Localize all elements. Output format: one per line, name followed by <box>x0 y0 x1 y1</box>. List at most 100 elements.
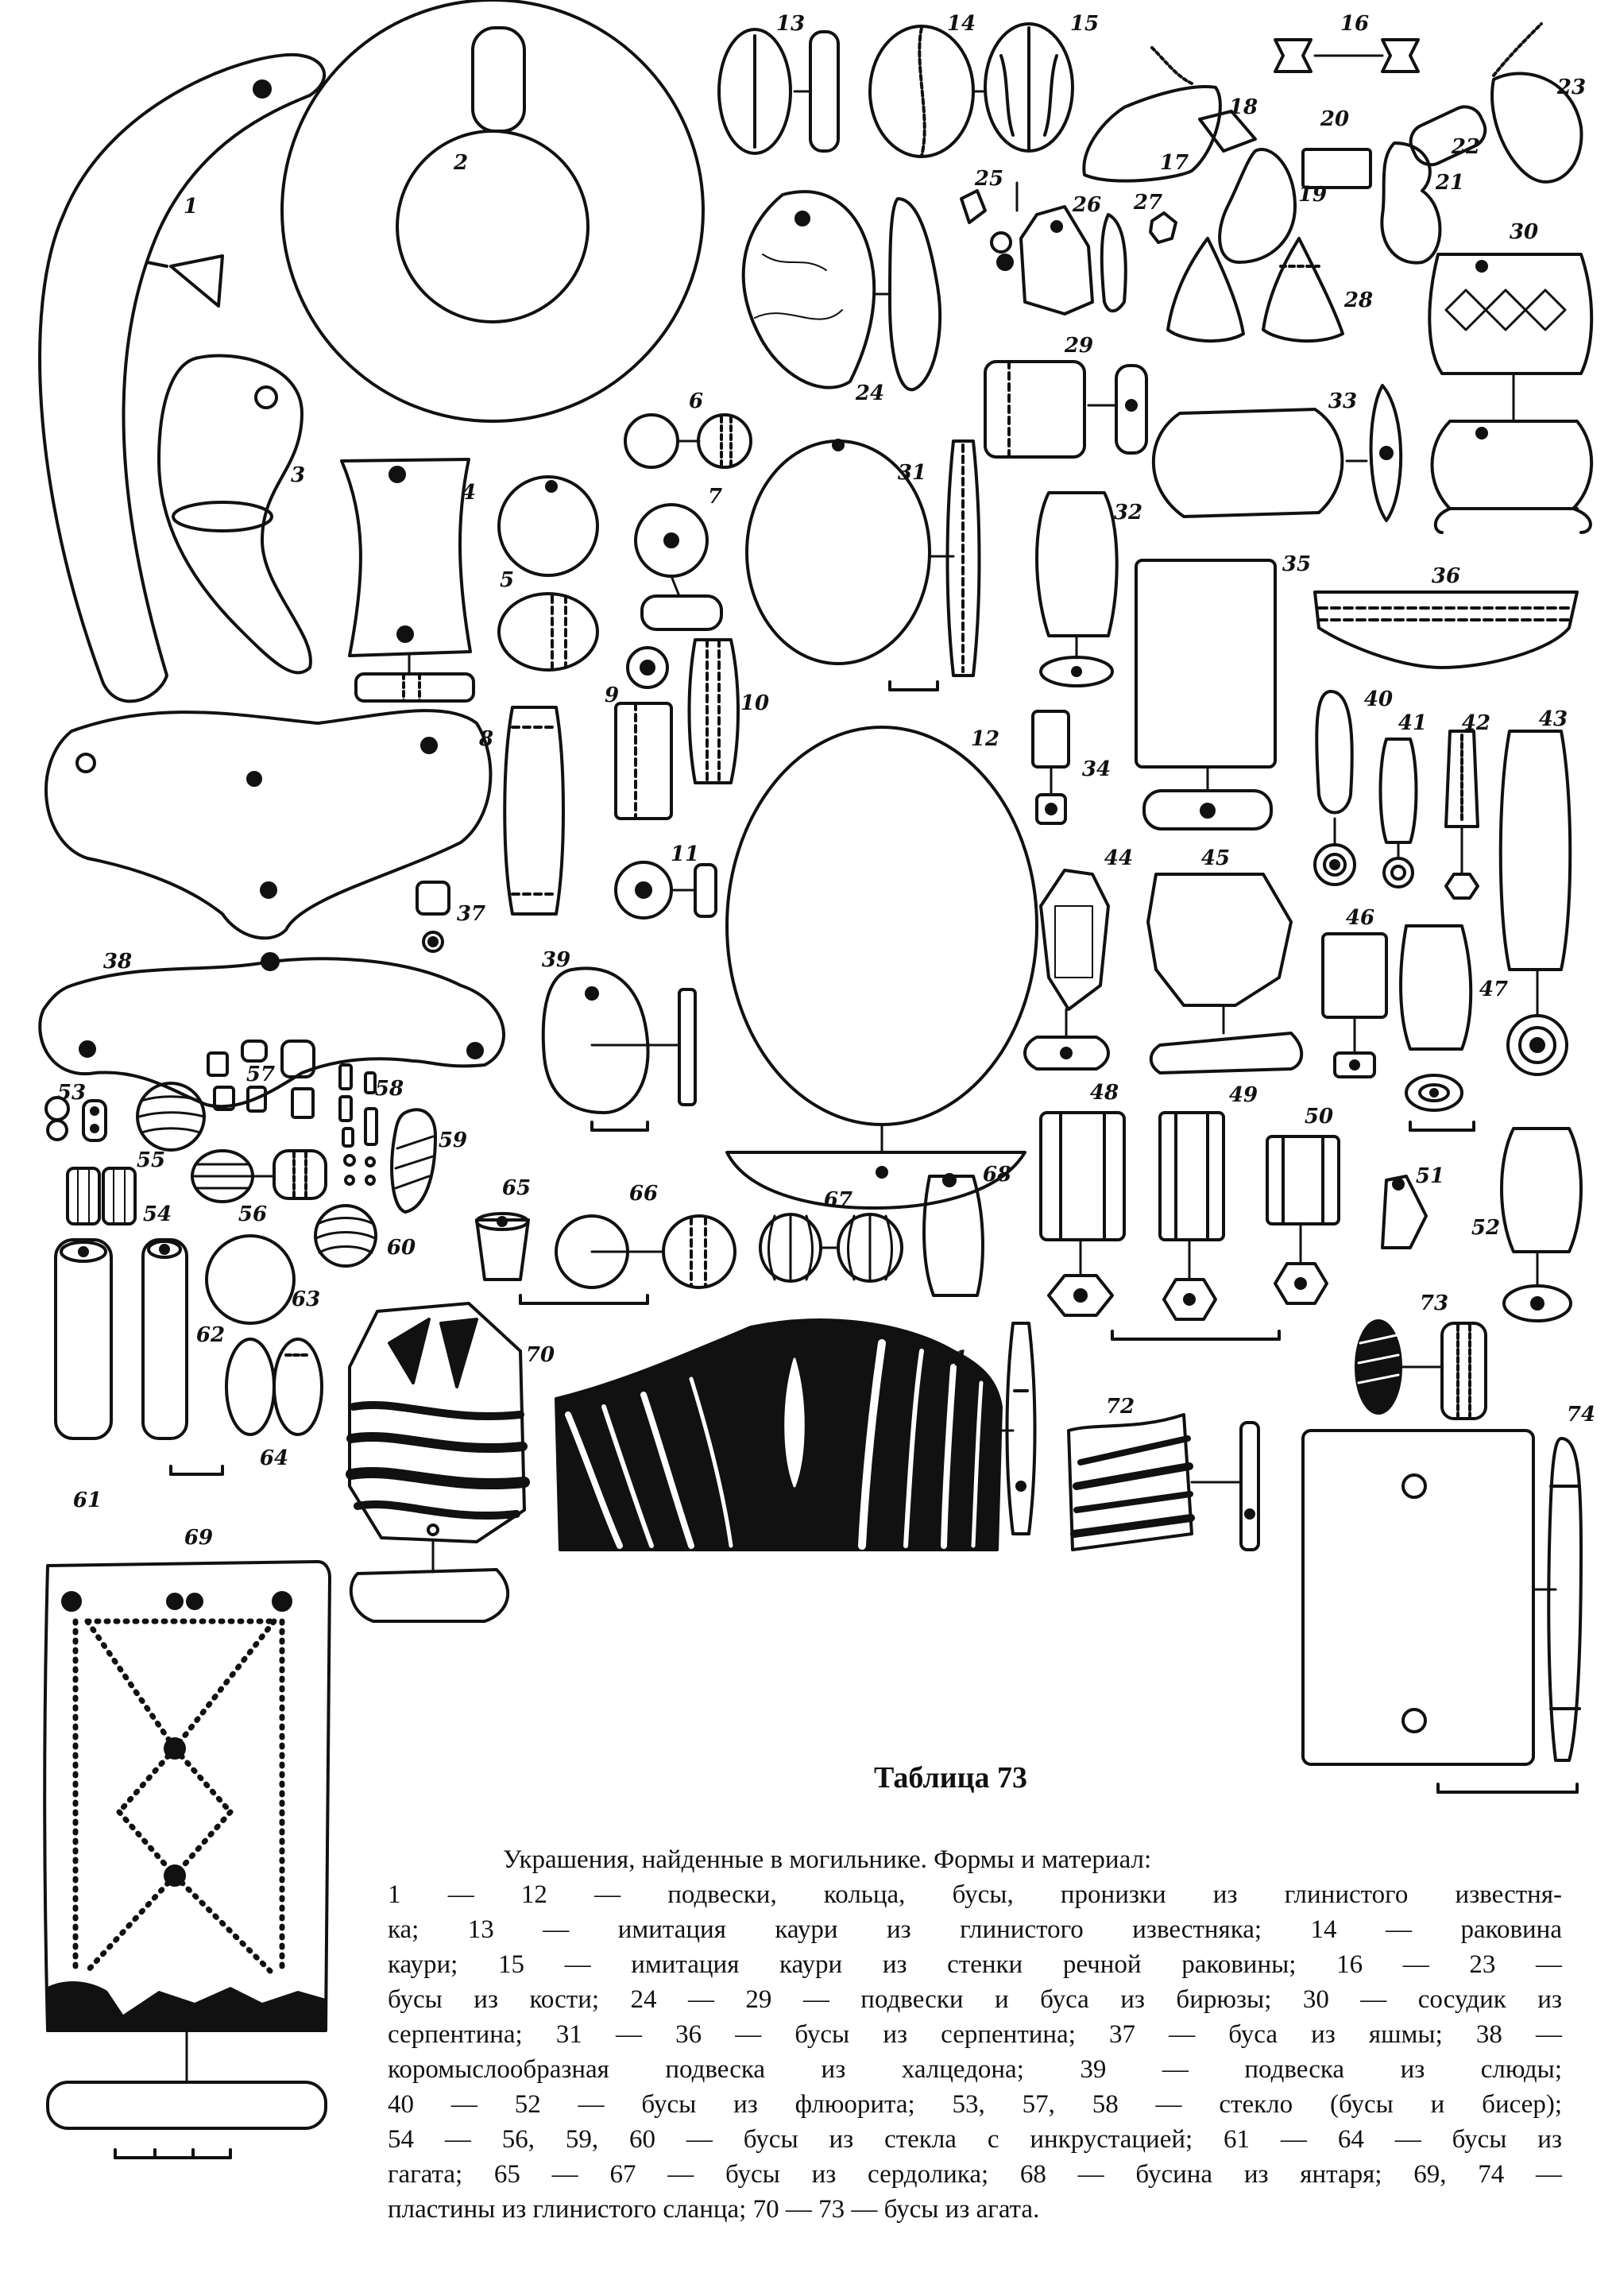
label-53: 53 <box>56 1081 87 1105</box>
label-5: 5 <box>499 568 515 592</box>
label-64: 64 <box>259 1446 289 1470</box>
label-51: 51 <box>1415 1164 1445 1188</box>
caption-line: 54 — 56, 59, 60 — бусы из стекла с инкру… <box>388 2125 1562 2154</box>
artifact-31-serpentine-bead <box>745 439 981 677</box>
artifact-47-fluorite-bead <box>1399 924 1475 1132</box>
label-73: 73 <box>1419 1291 1449 1315</box>
artifact-36-serpentine-pendant <box>1313 590 1579 669</box>
label-61: 61 <box>72 1489 102 1512</box>
label-18: 18 <box>1228 95 1258 119</box>
label-63: 63 <box>291 1287 321 1311</box>
caption-line: каури; 15 — имитация каури из стенки реч… <box>388 1950 1562 1979</box>
label-27: 27 <box>1133 191 1163 215</box>
artifact-42-fluorite-bead <box>1444 730 1479 900</box>
label-41: 41 <box>1398 711 1428 735</box>
artifact-61-jet-bead <box>54 1238 113 1440</box>
artifact-14-cowrie <box>868 25 975 158</box>
label-2: 2 <box>453 151 469 175</box>
artifact-16-bone-bead <box>1274 38 1420 73</box>
artifact-51-fluorite-bead <box>1381 1175 1428 1249</box>
artifact-23-bone-pendant <box>1490 22 1583 184</box>
label-22: 22 <box>1451 135 1481 159</box>
caption-line: бусы из кости; 24 — 29 — подвески и буса… <box>388 1985 1562 2014</box>
artifact-32-serpentine-bead <box>1035 491 1119 687</box>
artifact-38-chalcedony-pendant <box>38 952 505 1109</box>
artifact-62-jet-bead <box>141 1238 188 1440</box>
caption-line: гагата; 65 — 67 — бусы из сердолика; 68 … <box>388 2160 1562 2189</box>
label-60: 60 <box>386 1236 416 1260</box>
artifact-19-bone-pendant <box>1218 148 1297 264</box>
artifact-9-bead <box>614 646 673 820</box>
artifact-52-fluorite-bead <box>1500 1127 1583 1322</box>
artifact-73-agate-bead <box>1355 1319 1487 1420</box>
artifact-7-bead <box>634 503 723 631</box>
artifact-74-schist-plate <box>1301 1429 1583 1794</box>
artifact-35-serpentine-bead <box>1135 559 1277 831</box>
artifact-55-inlaid-glass-bead <box>136 1082 206 1152</box>
artifact-44-fluorite-bead <box>1023 869 1110 1071</box>
artifact-43-fluorite-bead <box>1498 730 1572 971</box>
scale-bars <box>169 680 1579 1794</box>
caption-line: Украшения, найденные в могильнике. Формы… <box>503 1845 1152 1874</box>
artifact-10-bead <box>687 638 740 784</box>
artifact-71-agate-bead <box>555 1318 1037 1551</box>
label-31: 31 <box>897 461 927 485</box>
label-58: 58 <box>374 1077 404 1101</box>
label-49: 49 <box>1228 1083 1258 1107</box>
artifact-64-jet-bead <box>169 1338 323 1476</box>
label-40: 40 <box>1363 687 1394 711</box>
artifact-70-agate-bead <box>346 1302 530 1623</box>
caption-line: коромыслообразная подвеска из халцедона;… <box>388 2055 1562 2084</box>
artifact-2-ring <box>280 0 705 423</box>
label-11: 11 <box>670 842 700 866</box>
label-68: 68 <box>982 1163 1012 1187</box>
label-10: 10 <box>740 691 770 715</box>
label-65: 65 <box>501 1176 532 1200</box>
label-8: 8 <box>478 727 494 751</box>
artifact-46-fluorite-bead <box>1321 932 1388 1078</box>
label-12: 12 <box>970 727 1000 751</box>
artifact-27-turquoise-bead <box>1149 211 1177 244</box>
label-52: 52 <box>1471 1216 1501 1240</box>
artifact-49-fluorite-bead <box>1158 1111 1225 1321</box>
label-35: 35 <box>1282 552 1312 576</box>
label-19: 19 <box>1297 183 1328 207</box>
artifact-33-serpentine-bead <box>1151 384 1403 522</box>
artifact-37-jasper-bead <box>416 881 450 953</box>
label-70: 70 <box>525 1343 555 1367</box>
caption-line: серпентина; 31 — 36 — бусы из серпентина… <box>388 2020 1562 2049</box>
label-38: 38 <box>102 950 133 974</box>
label-59: 59 <box>438 1129 468 1152</box>
label-62: 62 <box>195 1323 226 1347</box>
label-28: 28 <box>1343 288 1374 312</box>
artifact-39-mica-pendant <box>541 966 697 1132</box>
artifact-72-agate-bead <box>1067 1413 1260 1551</box>
label-4: 4 <box>461 481 477 505</box>
artifact-24-turquoise-pendant <box>741 190 942 392</box>
label-9: 9 <box>604 683 620 707</box>
artifact-43b-fluorite-ring <box>1506 1014 1568 1076</box>
plate-caption: Украшения, найденные в могильнике. Формы… <box>388 1842 1562 2227</box>
artifact-1-curved-pendant <box>38 53 327 703</box>
label-26: 26 <box>1072 193 1102 217</box>
artifact-69-schist-plate <box>43 1560 331 2159</box>
label-55: 55 <box>136 1148 166 1172</box>
artifact-60-inlaid-glass-bead <box>314 1204 377 1268</box>
label-71: 71 <box>938 1347 968 1371</box>
label-32: 32 <box>1113 501 1143 525</box>
artifact-40-fluorite-bead <box>1313 690 1356 886</box>
artifact-68-amber-bead <box>922 1173 984 1297</box>
artifact-66-carnelian-bead <box>519 1214 736 1305</box>
label-13: 13 <box>775 12 806 36</box>
label-43: 43 <box>1538 707 1568 731</box>
artifact-13-cowrie <box>717 28 840 155</box>
label-56: 56 <box>238 1202 268 1226</box>
artifact-26-turquoise-pendant <box>1019 205 1127 316</box>
artifact-28-turquoise-pendant <box>1166 237 1344 343</box>
label-47: 47 <box>1479 978 1509 1001</box>
artifact-22-bone-bead <box>1409 105 1487 167</box>
label-36: 36 <box>1431 564 1461 588</box>
label-69: 69 <box>184 1526 214 1550</box>
label-67: 67 <box>823 1188 853 1212</box>
artifact-48-fluorite-bead <box>1039 1111 1126 1317</box>
